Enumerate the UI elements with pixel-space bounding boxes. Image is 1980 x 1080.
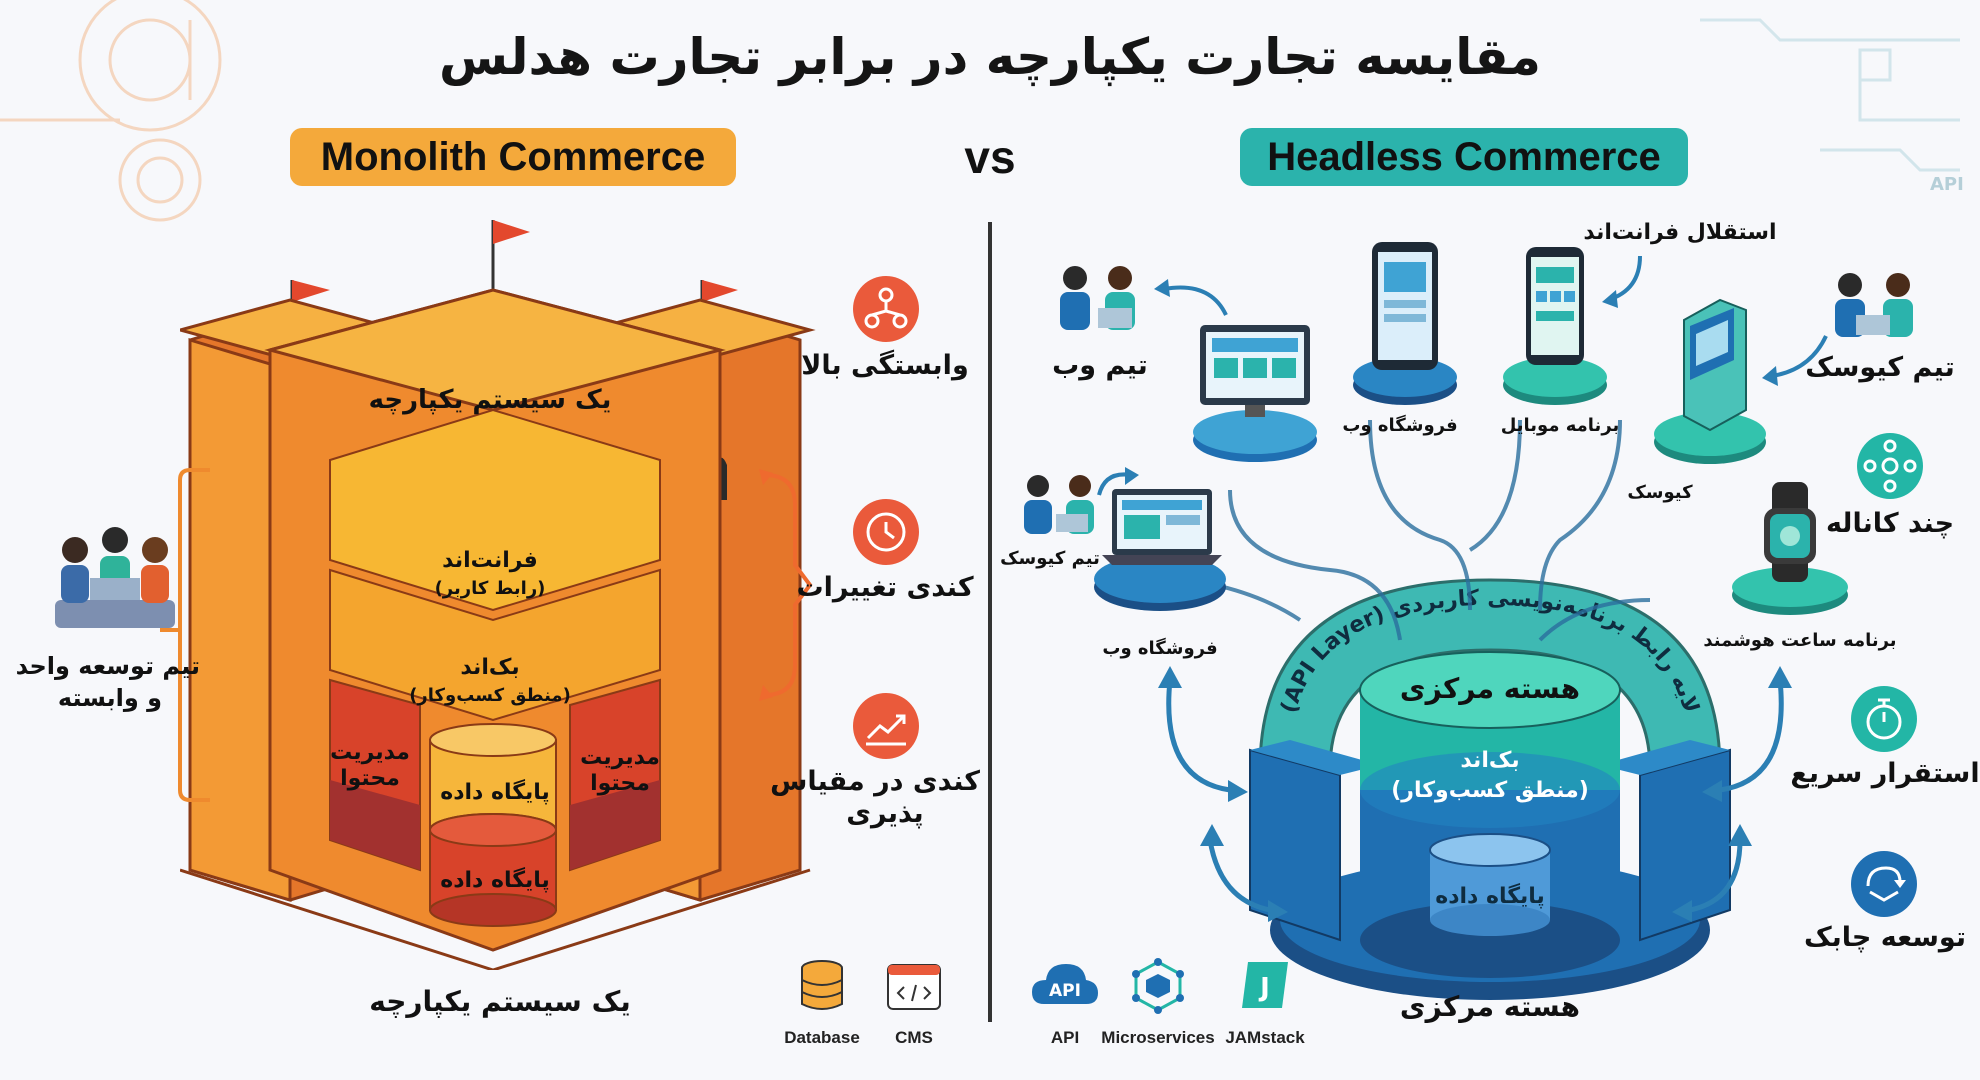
db-lower-label: پایگاه داده bbox=[440, 868, 550, 893]
cms-left-label: مدیریت محتوا bbox=[330, 740, 410, 791]
feature-dependency: وابستگی بالا bbox=[801, 350, 969, 381]
web-team-icon bbox=[1060, 266, 1135, 330]
headless-caption: هسته مرکزی bbox=[1399, 990, 1581, 1023]
center-divider bbox=[988, 222, 992, 1022]
db-upper-label: پایگاه داده bbox=[440, 780, 550, 805]
frontend-independence-label: استقلال فرانت‌اند bbox=[1583, 220, 1777, 245]
jamstack-icon: J bbox=[1242, 962, 1288, 1008]
team-label-line1: تیم توسعه واحد bbox=[15, 652, 200, 680]
svg-text:API: API bbox=[1049, 981, 1081, 1001]
headless-heading: Headless Commerce bbox=[1240, 128, 1688, 186]
web-store-left-device bbox=[1094, 489, 1226, 611]
tower-top-label: یک سیستم یکپارچه bbox=[368, 385, 612, 415]
monolith-caption: یک سیستم یکپارچه bbox=[369, 985, 631, 1018]
frontend-label: فرانت‌اند bbox=[442, 548, 538, 573]
vs-label: vs bbox=[964, 131, 1016, 183]
feature-slow-change: کندی تغییرات bbox=[796, 572, 974, 603]
core-db-label: پایگاه داده bbox=[1435, 884, 1545, 909]
deploy-arrows bbox=[1158, 666, 1792, 922]
svg-text:API: API bbox=[1930, 174, 1964, 195]
independence-arrow bbox=[1602, 255, 1642, 308]
backend-label: بک‌اند bbox=[460, 655, 520, 680]
cms-right-label: مدیریت محتوا bbox=[580, 745, 660, 796]
agile-icon bbox=[1851, 851, 1917, 917]
kiosk-team-left-icon bbox=[1024, 475, 1094, 534]
web-store-top-device bbox=[1193, 325, 1317, 462]
channel-mobile-app: برنامه موبایل bbox=[1500, 415, 1620, 436]
feature-scalability-line1: کندی در مقیاس bbox=[770, 766, 980, 797]
feature-scalability-line2: پذیری bbox=[846, 798, 924, 829]
channel-kiosk: کیوسک bbox=[1627, 482, 1693, 503]
mobile-app-device bbox=[1503, 247, 1607, 405]
team-label-line2: و وابسته bbox=[57, 684, 163, 712]
api-layer-arc-text: لایه رابط برنامه‌نویسی کاربردی (API Laye… bbox=[1277, 586, 1704, 716]
team-kiosk-right: تیم کیوسک bbox=[1805, 352, 1955, 383]
frontend-sub-label: (رابط کاربر) bbox=[434, 578, 546, 599]
page-title: مقایسه تجارت یکپارچه در برابر تجارت هدلس bbox=[439, 28, 1541, 86]
trend-icon bbox=[853, 693, 919, 759]
tech-database-label: Database bbox=[784, 1028, 860, 1047]
multichannel-icon bbox=[1857, 433, 1923, 499]
api-cloud-icon: API bbox=[1032, 964, 1098, 1004]
channel-web-store-left: فروشگاه وب bbox=[1102, 638, 1218, 659]
core-title: هسته مرکزی bbox=[1399, 672, 1581, 705]
backend-sub-label: (منطق کسب‌وکار) bbox=[409, 685, 571, 706]
kiosk-team-right-arrow bbox=[1762, 335, 1828, 386]
stopwatch-icon bbox=[1851, 686, 1917, 752]
code-icon bbox=[887, 964, 941, 1010]
tech-microservices-label: Microservices bbox=[1101, 1028, 1215, 1047]
team-bracket bbox=[160, 468, 210, 802]
web-store-phone-device bbox=[1353, 242, 1457, 405]
web-team-arrow bbox=[1154, 279, 1228, 316]
channel-smartwatch: برنامه ساعت هوشمند bbox=[1703, 630, 1897, 651]
dependency-icon bbox=[853, 276, 919, 342]
core-backend-label: بک‌اند bbox=[1460, 748, 1520, 773]
tech-jamstack-label: JAMstack bbox=[1225, 1028, 1305, 1047]
clock-icon bbox=[853, 499, 919, 565]
monolith-castle bbox=[180, 220, 816, 970]
team-kiosk-left: تیم کیوسک bbox=[1000, 548, 1100, 569]
kiosk-team-left-arrow bbox=[1097, 467, 1139, 496]
svg-text:J: J bbox=[1258, 973, 1270, 1003]
channel-web-store-top: فروشگاه وب bbox=[1342, 415, 1458, 436]
kiosk-device bbox=[1654, 298, 1766, 464]
headless-core-hub bbox=[1249, 578, 1731, 1000]
team-people-icon bbox=[55, 527, 175, 628]
feature-multichannel: چند کاناله bbox=[1825, 508, 1955, 539]
microservices-icon bbox=[1132, 958, 1184, 1014]
kiosk-team-right-icon bbox=[1835, 273, 1913, 337]
database-icon bbox=[801, 960, 843, 1010]
monolith-db-cylinders bbox=[429, 723, 557, 927]
core-backend-sub-label: (منطق کسب‌وکار) bbox=[1391, 778, 1589, 803]
change-bracket bbox=[759, 469, 813, 701]
team-web: تیم وب bbox=[1052, 350, 1148, 381]
tech-cms-label: CMS bbox=[895, 1028, 933, 1047]
feature-fast-deploy: استقرار سریع bbox=[1790, 758, 1980, 789]
monolith-heading: Monolith Commerce bbox=[290, 128, 736, 186]
tech-api-label: API bbox=[1050, 1028, 1080, 1047]
feature-agile: توسعه چابک bbox=[1803, 922, 1966, 953]
smartwatch-device bbox=[1732, 482, 1848, 615]
